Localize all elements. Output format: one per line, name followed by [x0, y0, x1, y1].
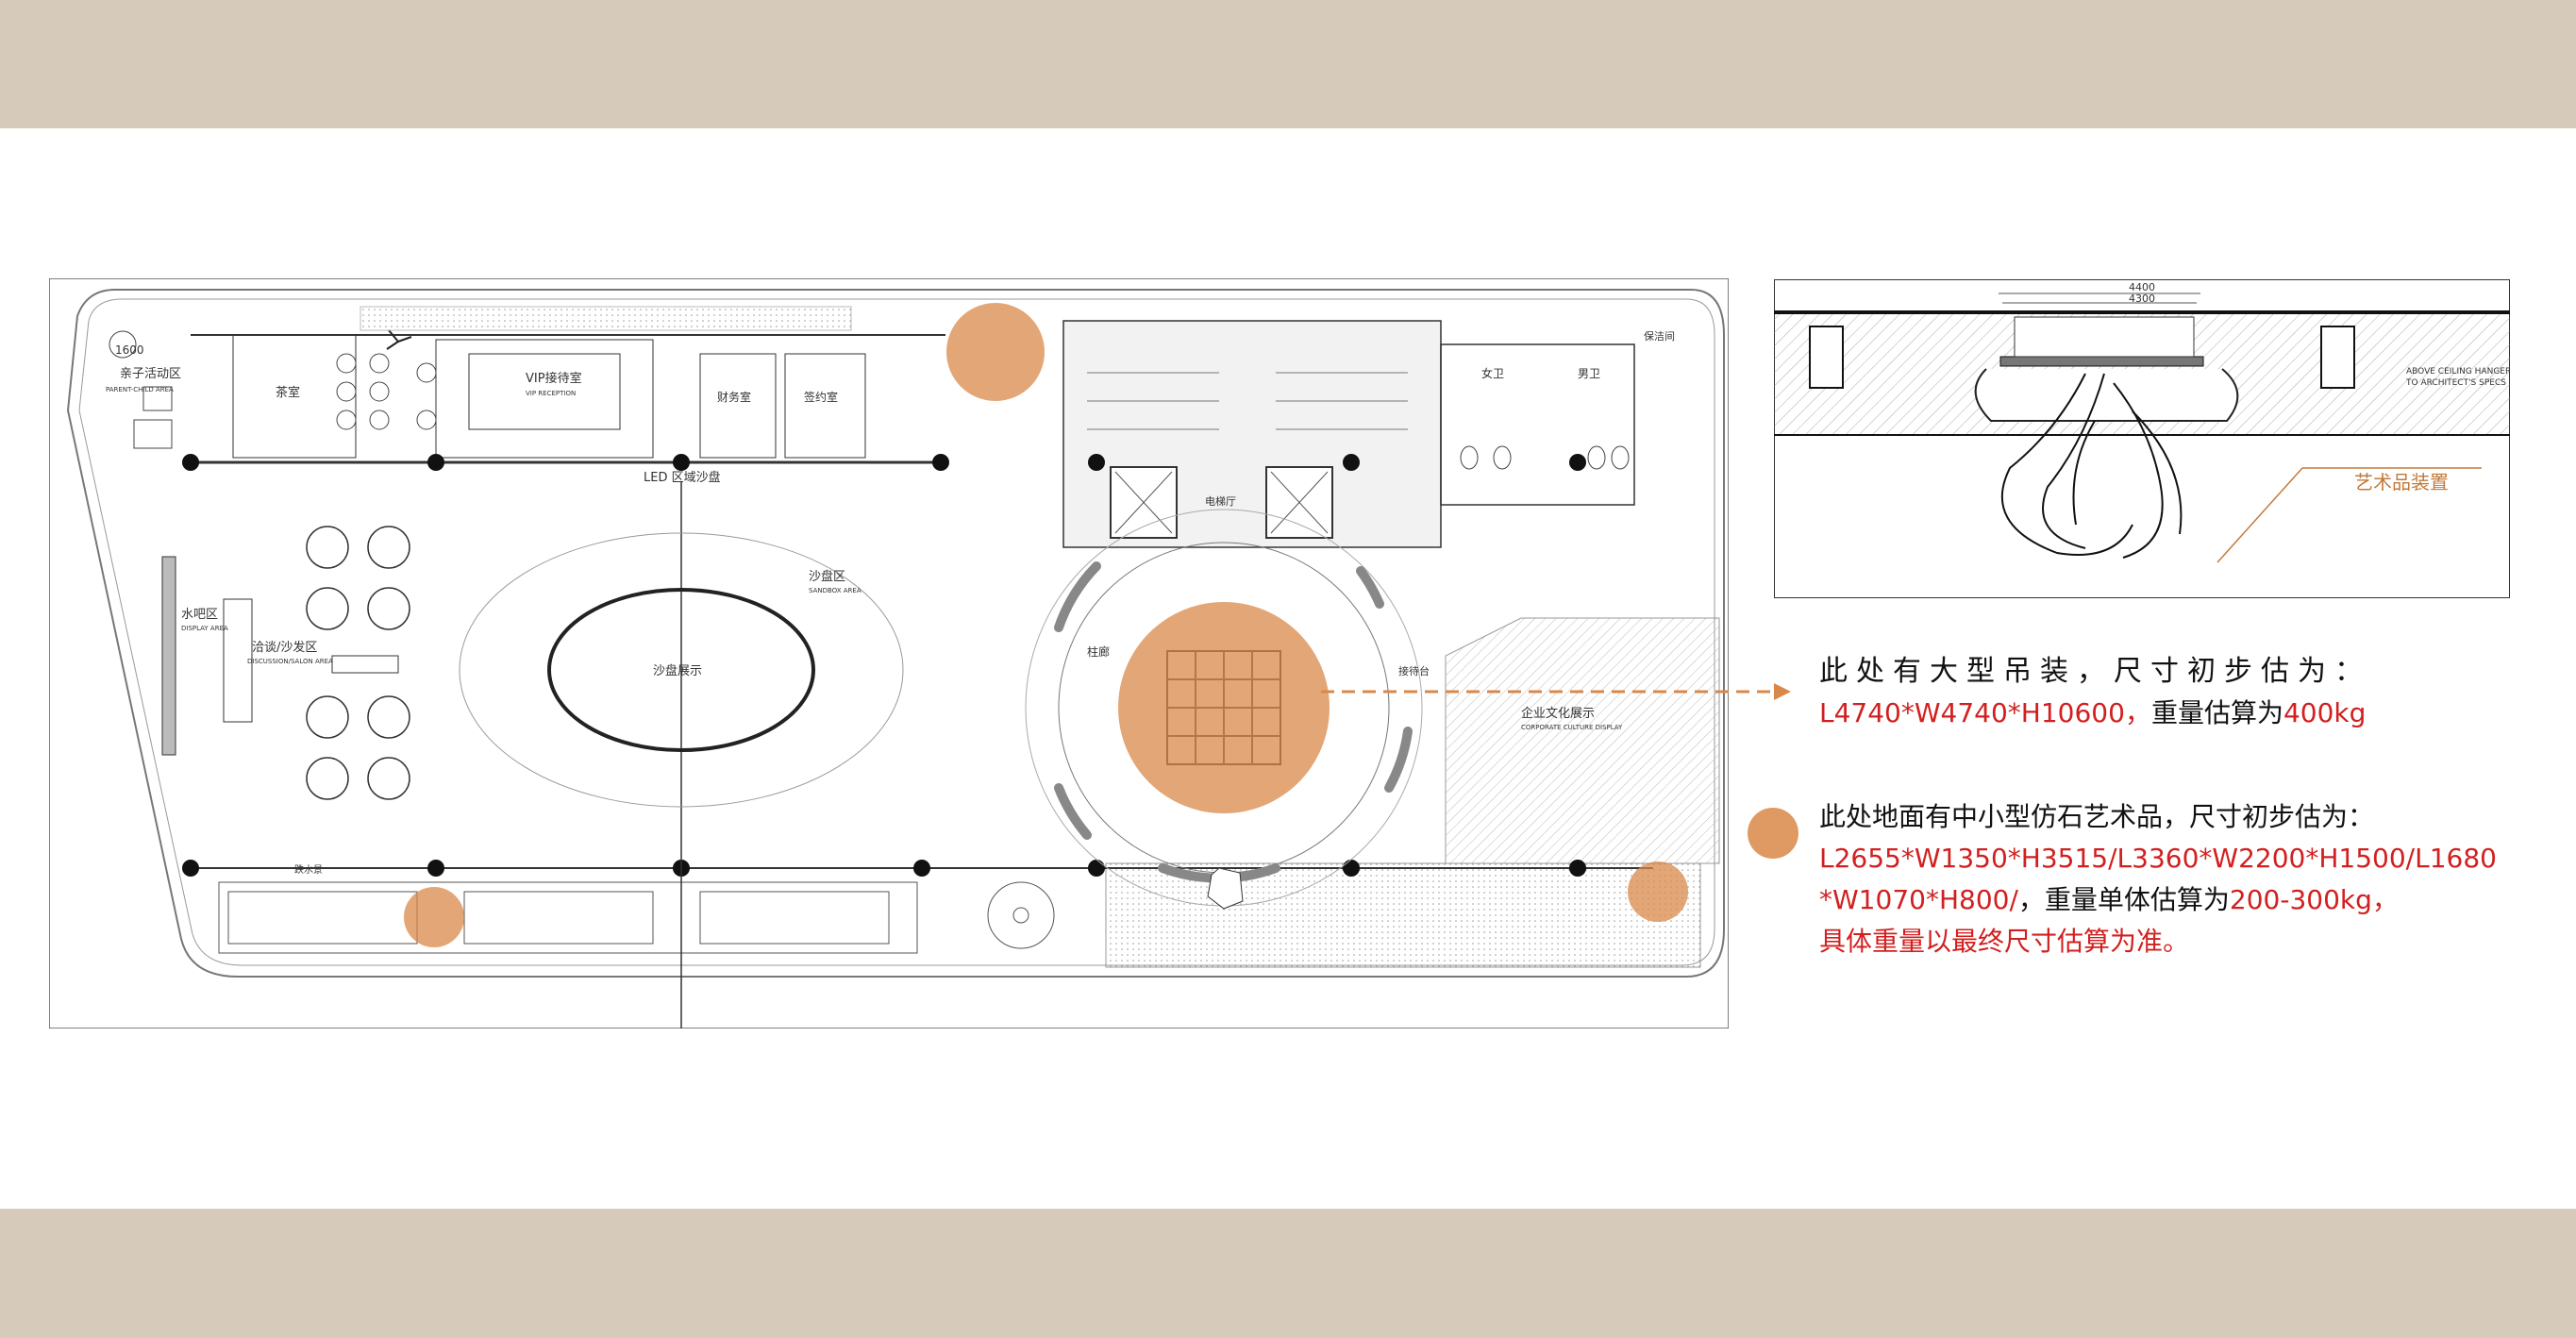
callout2-weight-prefix: ，重量单体估算为: [2017, 884, 2230, 915]
label-tea: 茶室: [276, 385, 300, 400]
callout-hanging-artwork: 此处有大型吊装，尺寸初步估为： L4740*W4740*H10600，重量估算为…: [1819, 651, 2371, 734]
marker-center: [1118, 602, 1330, 813]
section-dim-4300: 4300: [2129, 293, 2155, 305]
label-cleaning: 保洁间: [1644, 329, 1675, 343]
callout2-line2: L2655*W1350*H3515/L3360*W2200*H1500/L168…: [1819, 838, 2499, 921]
label-colonnade: 柱廊: [1087, 644, 1110, 659]
label-landscape: 跌水景: [294, 863, 323, 876]
label-dimension: 1600: [115, 343, 144, 357]
section-label-artwork: 艺术品装置: [2354, 471, 2449, 493]
label-finance: 财务室: [717, 390, 751, 404]
callout2-dims: L2655*W1350*H3515/L3360*W2200*H1500/L168…: [1819, 843, 2497, 915]
label-bar-en: DISPLAY AREA: [181, 625, 228, 632]
callout2-line3: 具体重量以最终尺寸估算为准。: [1819, 926, 2190, 957]
label-sign: 签约室: [804, 390, 838, 404]
bottom-band: [0, 1209, 2576, 1338]
callout1-weight-prefix: 重量估算为: [2150, 697, 2283, 728]
label-lift-hall: 电梯厅: [1205, 495, 1236, 508]
marker-legend-dot: [1748, 808, 1798, 859]
label-female-wc: 女卫: [1481, 366, 1504, 380]
marker-top: [946, 303, 1045, 401]
label-bar: 水吧区: [181, 608, 218, 622]
marker-bottom-left: [404, 887, 464, 947]
label-lounge-en: DISCUSSION/SALON AREA: [247, 658, 333, 665]
top-band: [0, 0, 2576, 128]
callout1-dims: L4740*W4740*H10600，: [1819, 697, 2151, 728]
label-vip-en: VIP RECEPTION: [526, 390, 576, 397]
label-enterprise: 企业文化展示: [1521, 706, 1595, 721]
label-reception: 接待台: [1398, 664, 1430, 677]
marker-bottom-right: [1628, 861, 1688, 922]
callout1-line1: 此处有大型吊装，尺寸初步估为：: [1819, 655, 2371, 688]
callout-arrow: [1321, 683, 1791, 700]
label-kids-en: PARENT-CHILD AREA: [106, 386, 174, 393]
callout2-weight: 200-300kg，: [2229, 884, 2399, 915]
callout2-line1: 此处地面有中小型仿石艺术品，尺寸初步估为：: [1819, 801, 2375, 832]
label-lounge: 洽谈/沙发区: [252, 640, 317, 655]
label-sandbox-area: 沙盘区: [809, 569, 845, 584]
label-sandbox-show: 沙盘展示: [653, 663, 702, 678]
floor-plan: 1600 亲子活动区 PARENT-CHILD AREA 茶室 VIP接待室 V…: [49, 278, 1729, 1029]
label-kids: 亲子活动区: [120, 367, 181, 381]
callout-stone-artwork: 此处地面有中小型仿石艺术品，尺寸初步估为： L2655*W1350*H3515/…: [1819, 796, 2499, 962]
label-enterprise-en: CORPORATE CULTURE DISPLAY: [1521, 724, 1623, 731]
callout1-weight: 400kg: [2283, 697, 2367, 728]
section-drawing: 4400 4300 艺术品装置 ABOVE CEILING HANGERS TO…: [1774, 279, 2510, 598]
callout1-line2: L4740*W4740*H10600，重量估算为400kg: [1819, 693, 2371, 734]
label-sandbox-en: SANDBOX AREA: [809, 587, 861, 594]
section-note-2: TO ARCHITECT'S SPECS: [2405, 378, 2506, 388]
label-male-wc: 男卫: [1578, 367, 1600, 380]
section-dim-4400: 4400: [2129, 281, 2155, 293]
label-led: LED 区域沙盘: [644, 470, 721, 485]
label-vip: VIP接待室: [526, 371, 582, 386]
section-note-1: ABOVE CEILING HANGERS: [2406, 367, 2510, 376]
